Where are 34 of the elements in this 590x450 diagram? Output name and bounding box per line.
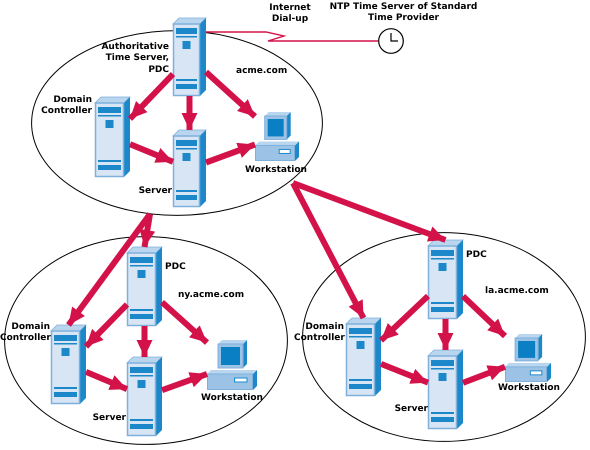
- device-label: PDC: [466, 250, 488, 262]
- arrow: [290, 182, 366, 320]
- domain-name: ny.acme.com: [178, 290, 246, 302]
- device-label: Domain Controller: [40, 95, 92, 118]
- domain-name: la.acme.com: [485, 286, 550, 298]
- edge-label: Internet Dial-up: [268, 3, 312, 26]
- arrow: [378, 294, 430, 343]
- device-label: Authoritative Time Server, PDC: [100, 42, 169, 76]
- device-label: NTP Time Server of Standard Time Provider: [328, 2, 478, 24]
- arrow: [128, 72, 176, 121]
- arrow: [160, 300, 209, 345]
- arrow: [66, 212, 152, 327]
- arrow: [462, 364, 506, 386]
- arrow: [84, 369, 128, 392]
- device-label: PDC: [165, 262, 187, 274]
- device-label: Server: [92, 413, 126, 424]
- device-label: Workstation: [200, 393, 264, 404]
- arrow: [204, 142, 256, 166]
- arrow: [204, 70, 258, 119]
- connector-line: [206, 31, 378, 42]
- arrow: [380, 361, 430, 386]
- device-label: Workstation: [497, 383, 561, 394]
- device-label: Server: [138, 186, 172, 198]
- arrow: [84, 302, 130, 349]
- domain-name: acme.com: [236, 66, 288, 78]
- arrow: [160, 371, 208, 394]
- device-label: Server: [394, 404, 428, 416]
- arrow: [438, 319, 454, 350]
- arrow: [128, 141, 174, 165]
- arrow: [136, 326, 152, 357]
- arrow: [460, 294, 508, 338]
- arrow: [292, 180, 447, 243]
- arrow: [139, 214, 156, 248]
- arrow: [182, 96, 198, 130]
